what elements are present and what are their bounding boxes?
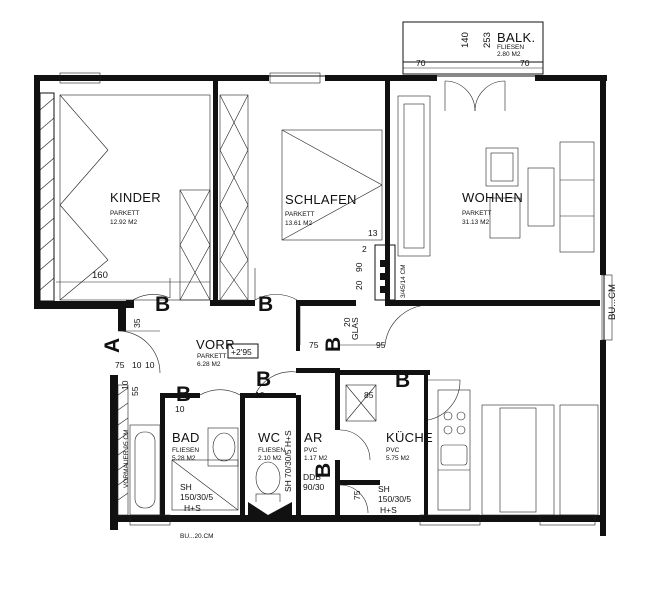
bad-floor: FLIESEN <box>172 447 199 454</box>
kinder-name: KINDER <box>110 190 161 205</box>
dimension-10e: 10 <box>255 390 265 400</box>
balcony: BALK. FLIESEN 2.80 M2 140 253 70 70 <box>402 21 544 75</box>
schlafen-name: SCHLAFEN <box>285 192 357 207</box>
kueche-sh: SH <box>378 484 390 494</box>
bad-name: BAD <box>172 430 200 445</box>
room-kinder: KINDER PARKETT 12.92 M2 160 <box>56 94 211 301</box>
bad-sh: SH <box>180 482 192 492</box>
vorr-name: VORR <box>196 337 235 352</box>
ar-ddb-value: 90/30 <box>303 482 325 492</box>
door-mark-b-wohnen: B <box>322 337 345 352</box>
ar-name: AR <box>304 430 323 445</box>
kueche-area: 5.75 M2 <box>386 455 410 462</box>
dimension-75b: 75 <box>309 340 319 350</box>
door-mark-b-ar: B <box>312 463 335 478</box>
room-wohnen: WOHNEN PARKETT 31.13 M2 BU...CM <box>397 80 618 516</box>
ar-area: 1.17 M2 <box>304 455 328 462</box>
wc-name: WC <box>258 430 280 445</box>
room-ar: AR PVC 1.17 M2 DDB 90/30 85 <box>303 384 377 492</box>
balcony-floor: FLIESEN <box>497 44 524 51</box>
dimension-85: 85 <box>364 390 374 400</box>
vorr-level: +2'95 <box>231 347 252 357</box>
bottom-cut-label: BU...20.CM <box>180 533 214 540</box>
door-mark-b-kueche: B <box>395 369 410 392</box>
bad-area: 5.28 M2 <box>172 455 196 462</box>
kueche-floor: PVC <box>386 447 400 454</box>
dimension-20: 20 <box>354 280 364 290</box>
wohnen-area: 31.13 M2 <box>462 219 489 226</box>
balcony-area: 2.80 M2 <box>497 51 521 58</box>
room-bad: VORMAUER 95 CM BAD FLIESEN 5.28 M2 SH 15… <box>117 384 239 516</box>
room-kueche: KÜCHE PVC 5.75 M2 SH 150/30/5 H+S 75 <box>352 389 471 515</box>
balcony-depth-dimension: 140 <box>460 32 471 48</box>
room-wc: WC FLIESEN 2.10 M2 SH 70/30/5 H+S <box>248 430 293 515</box>
wohnen-floor: PARKETT <box>462 210 492 217</box>
kinder-dimension: 160 <box>92 270 108 281</box>
door-mark-a: A <box>101 338 124 353</box>
kueche-hs: H+S <box>380 505 397 515</box>
dimension-75c: 75 <box>352 490 362 500</box>
wc-area: 2.10 M2 <box>258 455 282 462</box>
bad-hs: H+S <box>184 503 201 513</box>
balcony-width-dimension: 253 <box>482 32 493 48</box>
dimension-10d: 10 <box>175 404 185 414</box>
balcony-outline <box>402 21 544 75</box>
door-mark-b-kinder: B <box>155 293 170 316</box>
door-marks: A B B B B B B B <box>101 293 410 478</box>
shaft-label: 3/45/14 CM <box>400 264 407 298</box>
dimension-75a: 75 <box>115 360 125 370</box>
room-schlafen: SCHLAFEN PARKETT 13.61 M2 13 2 90 20 3/4… <box>219 94 407 301</box>
door-mark-b-bad: B <box>176 383 191 406</box>
wc-sh: SH 70/30/5 H+S <box>283 430 293 492</box>
wohnen-name: WOHNEN <box>462 190 523 205</box>
vorr-floor: PARKETT <box>197 353 227 360</box>
dimension-13: 13 <box>368 228 378 238</box>
room-vorr: VORR PARKETT 6.28 M2 +2'95 35 75 10 10 1… <box>115 317 386 414</box>
door-mark-b-wc: B <box>256 368 271 391</box>
interior-walls <box>126 81 600 520</box>
schlafen-floor: PARKETT <box>285 211 315 218</box>
balcony-left-dimension: 70 <box>416 58 426 68</box>
ar-floor: PVC <box>304 447 318 454</box>
dimension-20b: 20 <box>342 317 352 327</box>
vormauer-label: VORMAUER 95 CM <box>123 429 130 488</box>
windows <box>59 72 613 526</box>
wc-floor: FLIESEN <box>258 447 285 454</box>
dimension-2: 2 <box>362 244 367 254</box>
dimension-90: 90 <box>354 262 364 272</box>
dimension-10a: 10 <box>132 360 142 370</box>
dimension-55: 55 <box>130 386 140 396</box>
kueche-sh-value: 150/30/5 <box>378 494 411 504</box>
dimension-35: 35 <box>132 318 142 328</box>
door-mark-b-schlafen: B <box>258 293 273 316</box>
balcony-name: BALK. <box>497 30 535 45</box>
door-swings <box>129 268 461 514</box>
bad-sh-value: 150/30/5 <box>180 492 213 502</box>
glas-label: GLAS <box>350 317 360 340</box>
dimension-10b: 10 <box>145 360 155 370</box>
schlafen-area: 13.61 M2 <box>285 220 312 227</box>
ar-ddb: DDB <box>303 472 321 482</box>
kinder-area: 12.92 M2 <box>110 219 137 226</box>
vorr-area: 6.28 M2 <box>197 361 221 368</box>
kueche-name: KÜCHE <box>386 430 433 445</box>
walls <box>34 75 607 536</box>
kinder-floor: PARKETT <box>110 210 140 217</box>
right-cut-label: BU...CM <box>607 284 618 320</box>
balcony-right-dimension: 70 <box>520 58 530 68</box>
